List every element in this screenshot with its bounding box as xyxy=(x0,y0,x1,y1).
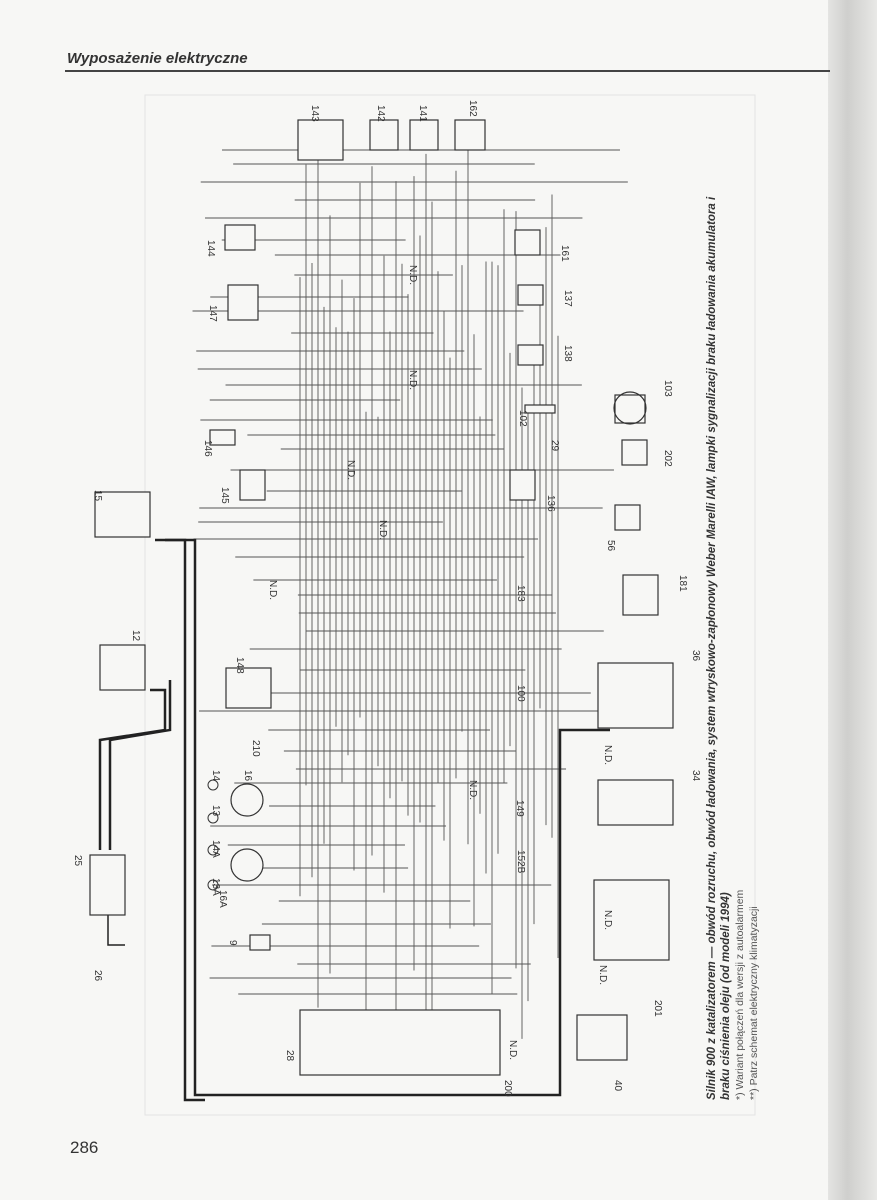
component-label: 13A xyxy=(210,878,221,896)
component-9-box xyxy=(249,934,271,951)
component-161-box xyxy=(514,229,541,256)
caption-title: Silnik 900 z katalizatorem — obwód rozru… xyxy=(706,196,732,1100)
component-label: 145 xyxy=(219,487,230,504)
component-label: 181 xyxy=(677,575,688,592)
component-label: 56 xyxy=(605,540,616,552)
component-142-box xyxy=(369,119,399,151)
component-label: 148 xyxy=(234,657,245,674)
component-28-box xyxy=(299,1009,501,1076)
junction-label: N.D. xyxy=(602,910,613,930)
motor-symbol xyxy=(230,848,264,882)
component-label: 162 xyxy=(467,100,478,117)
component-143-box xyxy=(297,119,344,161)
component-40-box xyxy=(576,1014,628,1061)
motor-symbol xyxy=(230,783,264,817)
component-label: 102 xyxy=(517,410,528,427)
component-label: 100 xyxy=(515,685,526,702)
component-label: 9 xyxy=(227,940,238,946)
component-label: 147 xyxy=(207,305,218,322)
component-label: 149 xyxy=(514,800,525,817)
component-29-box xyxy=(524,404,556,414)
component-label: 29 xyxy=(549,440,560,452)
component-103-box xyxy=(614,394,646,424)
junction-label: N.D. xyxy=(377,520,388,540)
power-cable xyxy=(108,680,172,850)
component-136-box xyxy=(509,469,536,501)
component-147-box xyxy=(227,284,259,321)
component-145-box xyxy=(239,469,266,501)
component-label: 16A xyxy=(217,890,228,908)
junction-label: N.D. xyxy=(267,580,278,600)
caption-note: **) Patrz schemat elektryczny klimatyzac… xyxy=(748,906,760,1100)
caption-note: *) Wariant połączeń dla wersji z autoala… xyxy=(734,889,746,1100)
junction-label: N.D. xyxy=(407,265,418,285)
component-label: 200 xyxy=(502,1080,513,1097)
ground-wire xyxy=(107,915,125,946)
component-146-box xyxy=(209,429,236,446)
component-label: 152B xyxy=(515,850,526,874)
component-label: 14 xyxy=(210,770,221,782)
junction-label: N.D. xyxy=(602,745,613,765)
header-rule xyxy=(65,70,830,72)
component-label: 136 xyxy=(545,495,556,512)
component-36-box xyxy=(597,662,674,729)
component-label: 36 xyxy=(690,650,701,662)
component-148-box xyxy=(225,667,272,709)
scan-edge-shadow xyxy=(828,0,877,1200)
component-label: 146 xyxy=(202,440,213,457)
component-25-box xyxy=(89,854,126,916)
power-cable xyxy=(155,538,205,1102)
component-label: 16 xyxy=(242,770,253,782)
component-label: 15 xyxy=(92,490,103,502)
component-label: 103 xyxy=(662,380,673,397)
figure-caption: Silnik 900 z katalizatorem — obwód rozru… xyxy=(705,180,761,1100)
component-label: 137 xyxy=(562,290,573,307)
component-label: 144 xyxy=(205,240,216,257)
component-141-box xyxy=(409,119,439,151)
component-144-box xyxy=(224,224,256,251)
lamp-symbol xyxy=(207,779,219,791)
component-label: 12 xyxy=(130,630,141,642)
diagram-frame xyxy=(144,94,756,1116)
component-label: 201 xyxy=(652,1000,663,1017)
component-label: 210 xyxy=(250,740,261,757)
component-label: 202 xyxy=(662,450,673,467)
component-label: 142 xyxy=(375,105,386,122)
component-label: 143 xyxy=(309,105,320,122)
sensor-symbol xyxy=(613,391,647,425)
junction-label: N.D. xyxy=(597,965,608,985)
component-34-box xyxy=(597,779,674,826)
junction-label: N.D. xyxy=(467,780,478,800)
junction-label: N.D. xyxy=(407,370,418,390)
component-181-box xyxy=(622,574,659,616)
component-56-box xyxy=(614,504,641,531)
component-label: 161 xyxy=(559,245,570,262)
component-202-box xyxy=(621,439,648,466)
component-label: 40 xyxy=(612,1080,623,1092)
lamp-symbol xyxy=(207,844,219,856)
section-header: Wyposażenie elektryczne xyxy=(67,50,248,67)
component-label: 183 xyxy=(515,585,526,602)
component-137-box xyxy=(517,284,544,306)
junction-label: N.D. xyxy=(507,1040,518,1060)
component-label: 34 xyxy=(690,770,701,782)
component-label: 25 xyxy=(72,855,83,867)
component-201-box xyxy=(593,879,670,961)
component-label: 28 xyxy=(284,1050,295,1062)
junction-label: N.D. xyxy=(345,460,356,480)
component-label: 138 xyxy=(562,345,573,362)
component-162-box xyxy=(454,119,486,151)
component-label: 26 xyxy=(92,970,103,982)
component-12-box xyxy=(99,644,146,691)
page-number: 286 xyxy=(70,1138,99,1157)
component-label: 13 xyxy=(210,805,221,817)
component-label: 141 xyxy=(417,105,428,122)
power-cable xyxy=(165,538,610,1097)
component-138-box xyxy=(517,344,544,366)
lamp-symbol xyxy=(207,812,219,824)
component-15-box xyxy=(94,491,151,538)
lamp-symbol xyxy=(207,879,219,891)
component-label: 14A xyxy=(210,840,221,858)
